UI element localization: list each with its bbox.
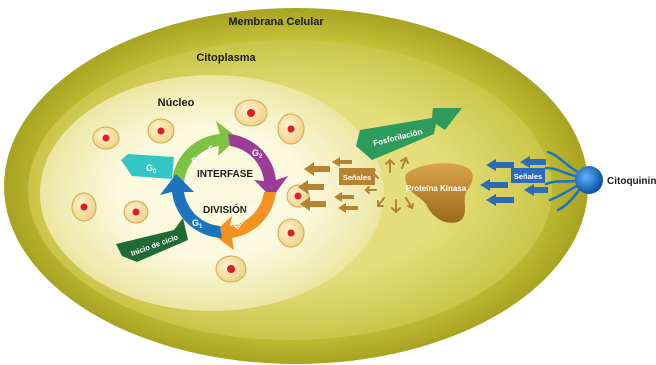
kinase-radiating-arrows: [364, 156, 414, 214]
cell-nucleus: [157, 127, 165, 135]
signals-inner-label: Señales: [343, 173, 371, 182]
protein-kinase: Proteína Kinasa: [405, 163, 473, 223]
signal-arrow: [520, 156, 546, 168]
signal-arrow: [486, 159, 514, 171]
cell: [277, 218, 305, 248]
cell: [277, 113, 305, 145]
cell-nucleus: [247, 109, 255, 117]
cell-cycle-wheel: INTERFASE DIVISIÓN Fase S G2 Mitosis G1: [160, 121, 288, 250]
protein-kinase-label: Proteína Kinasa: [406, 184, 467, 193]
g2-arc: [228, 134, 288, 198]
signal-arrow: [298, 180, 324, 194]
signal-arrow: [524, 184, 548, 196]
cell-nucleus: [294, 192, 302, 200]
nucleus: [40, 75, 384, 311]
g1-arc: [160, 174, 222, 238]
g1-label: G1: [192, 218, 203, 230]
cell-nucleus: [80, 203, 88, 211]
cell-nucleus: [132, 208, 140, 216]
svg-text:G0: G0: [146, 163, 157, 175]
signal-arrow: [304, 162, 330, 176]
cell-nucleus: [287, 229, 295, 237]
cell-nucleus: [102, 134, 110, 142]
cytokinin: Citoquinina: [544, 150, 656, 212]
membrane-label: Membrana Celular: [228, 16, 324, 28]
cell: [147, 118, 175, 144]
cell: [92, 126, 120, 150]
signal-arrow: [334, 192, 354, 202]
cell-nucleus: [227, 265, 235, 273]
g2-label: G2: [252, 148, 263, 160]
signal-arrow: [300, 197, 326, 211]
cell: [234, 99, 268, 127]
signal-arrow: [480, 179, 508, 191]
nucleus-label: Núcleo: [158, 97, 195, 109]
signals-outer-label: Señales: [514, 172, 542, 181]
signals-tag-inner: Señales: [339, 168, 375, 185]
signals-tag-outer: Señales: [511, 168, 545, 183]
cell: [71, 192, 97, 222]
signal-arrows-outer: [480, 156, 548, 206]
cell: [215, 255, 247, 283]
cytokinin-ball: [575, 166, 603, 194]
phosphorylation-arrow: Fosforilación: [356, 108, 462, 160]
cytokinin-tentacles: [544, 150, 581, 212]
cell: [123, 200, 149, 224]
signal-arrow: [338, 203, 358, 213]
signal-arrow: [332, 157, 352, 167]
cell-nucleus: [287, 125, 295, 133]
g0-arrow: G0: [121, 154, 174, 179]
signal-arrows-inner: [298, 157, 358, 213]
interphase-label: INTERFASE: [197, 169, 253, 180]
cell-group: [71, 99, 310, 283]
cytoplasm-label: Citoplasma: [196, 52, 256, 64]
phase-s-arc: [172, 121, 238, 184]
signal-arrow: [486, 194, 514, 206]
division-label: DIVISIÓN: [203, 203, 247, 216]
mitosis-arc: [212, 192, 276, 250]
cytokinin-label: Citoquinina: [607, 176, 656, 187]
